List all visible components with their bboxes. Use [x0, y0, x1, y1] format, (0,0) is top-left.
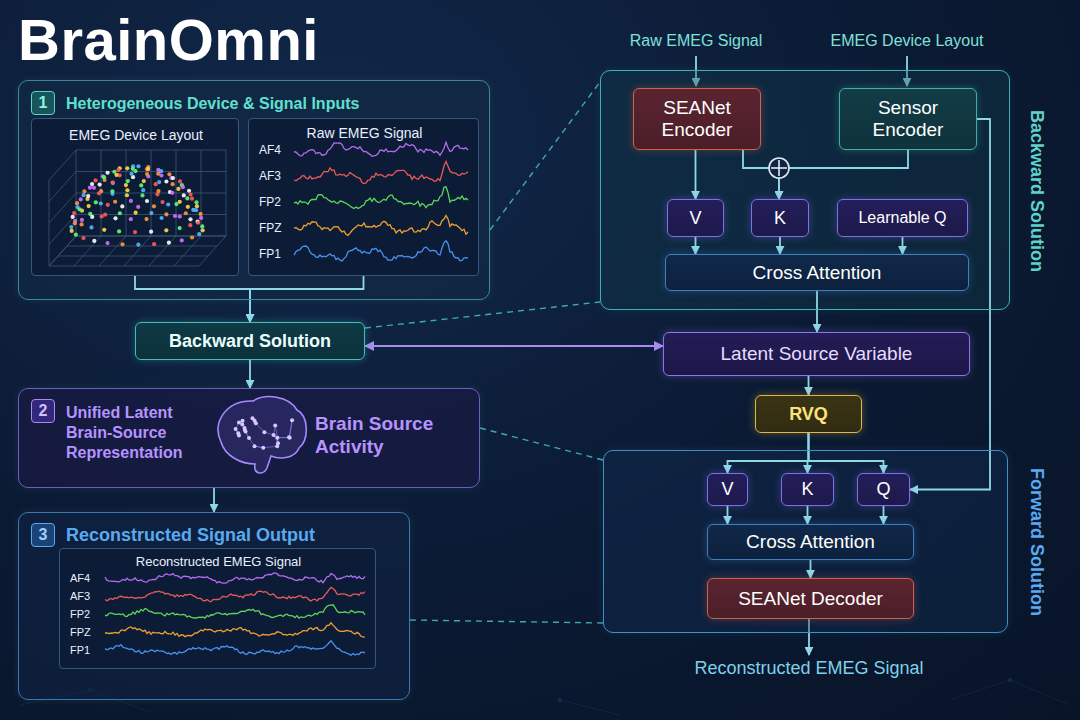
- value-box: V: [667, 199, 724, 237]
- key-box: K: [781, 473, 834, 506]
- box-label: Backward Solution: [169, 331, 331, 352]
- box-label: Cross Attention: [746, 531, 875, 553]
- page-title: BrainOmni: [18, 6, 319, 73]
- channel-name: FP2: [259, 195, 281, 209]
- panel-heading: Reconstructed EMEG Signal: [60, 554, 377, 570]
- panel-heading: Reconstructed Signal Output: [66, 525, 315, 547]
- sum-symbol: [769, 158, 789, 178]
- query-box: Q: [857, 473, 910, 506]
- input-panel: EMEG Device Layout Raw EMEG SignalAF4AF3F…: [18, 80, 490, 300]
- encoder-box: Sensor Encoder: [839, 88, 977, 150]
- panel-heading: Raw EMEG Signal: [249, 125, 480, 142]
- flow-label: Raw EMEG Signal: [630, 32, 763, 50]
- panel-heading: EMEG Device Layout: [32, 127, 240, 144]
- flow-arrow: [695, 150, 697, 199]
- flow-arrow: [816, 291, 818, 332]
- encoder-panel: SEANet Encoder Sensor EncoderV K Learnable …: [600, 70, 1010, 310]
- latent-panel: 2 Unified Latent Brain-Source Representat…: [18, 388, 480, 488]
- flow-arrow: [807, 506, 809, 524]
- box-label: SEANet Decoder: [738, 588, 883, 610]
- flow-arrow: [213, 488, 215, 512]
- panel-heading: Brain Source Activity: [315, 413, 465, 459]
- channel-name: FPZ: [259, 221, 282, 235]
- box-label: Latent Source Variable: [721, 343, 913, 365]
- channel-name: FP1: [70, 644, 90, 657]
- flow-arrow: [779, 150, 908, 199]
- attention-box: Cross Attention: [665, 254, 969, 291]
- flow-arrow: [365, 345, 663, 347]
- flow-label: EMEG Device Layout: [831, 32, 984, 50]
- decoder-box: SEANet Decoder: [707, 578, 914, 619]
- flow-arrow: [902, 237, 904, 254]
- box-label: Q: [876, 479, 890, 500]
- flow-arrow: [910, 119, 990, 490]
- channel-name: AF4: [259, 143, 281, 157]
- attention-box: Cross Attention: [707, 524, 914, 560]
- box-label: Learnable Q: [858, 209, 946, 227]
- decoder-panel: VKQCross AttentionSEANet DecoderForward …: [603, 450, 1008, 633]
- flow-arrow: [809, 433, 884, 473]
- channel-name: FP2: [70, 608, 90, 621]
- side-label: Backward Solution: [1025, 110, 1047, 272]
- dashed-leader: [410, 620, 603, 623]
- flow-arrow: [249, 360, 251, 388]
- box-label: Cross Attention: [753, 262, 882, 284]
- value-box: V: [707, 473, 748, 506]
- flow-arrow: [808, 376, 810, 395]
- box-label: RVQ: [789, 404, 828, 425]
- box-label: Sensor Encoder: [846, 97, 970, 141]
- encoder-box: SEANet Encoder: [633, 88, 761, 150]
- flow-arrow: [883, 506, 885, 524]
- flow-arrow: [250, 276, 364, 322]
- channel-name: FPZ: [70, 626, 91, 639]
- output-panel: Reconstructed EMEG SignalAF4AF3FP2FPZ FP1…: [18, 512, 410, 700]
- callout-number: 1: [31, 91, 55, 115]
- query-box: Learnable Q: [837, 199, 968, 237]
- channel-name: AF3: [70, 590, 90, 603]
- flow-label: Reconstructed EMEG Signal: [694, 658, 923, 679]
- brain-icon: [207, 392, 311, 484]
- panel-heading: Heterogeneous Device & Signal Inputs: [66, 94, 359, 113]
- panel-heading: Unified Latent Brain-Source Representati…: [66, 403, 204, 463]
- flow-arrow: [728, 433, 809, 473]
- box-label: K: [801, 479, 813, 500]
- box-label: V: [721, 479, 733, 500]
- channel-name: AF4: [70, 572, 90, 585]
- dashed-leader: [365, 302, 600, 328]
- callout-number: 3: [31, 523, 55, 547]
- callout-number: 2: [31, 399, 55, 423]
- box-label: V: [689, 208, 701, 229]
- signal-panel: Raw EMEG SignalAF4AF3FP2FPZ FP1: [248, 118, 479, 276]
- flow-arrow: [695, 237, 697, 254]
- flow-arrow: [810, 560, 812, 578]
- key-box: K: [751, 199, 809, 237]
- signal-panel: Reconstructed EMEG SignalAF4AF3FP2FPZ FP1: [59, 548, 376, 669]
- channel-name: AF3: [259, 169, 281, 183]
- flow-arrow: [727, 506, 729, 524]
- latent-box: Latent Source Variable: [663, 332, 970, 376]
- box-label: K: [774, 208, 786, 229]
- device-layout-panel: EMEG Device Layout: [31, 118, 239, 276]
- box-label: SEANet Encoder: [640, 97, 754, 141]
- dashed-leader: [490, 82, 600, 230]
- flow-arrow: [779, 237, 781, 254]
- quantizer-box: RVQ: [755, 395, 862, 433]
- signal-traces: [248, 118, 479, 276]
- process-box: Backward Solution: [135, 322, 365, 360]
- side-label: Forward Solution: [1025, 468, 1047, 616]
- channel-name: FP1: [259, 247, 281, 261]
- dashed-leader: [480, 428, 603, 460]
- panel-fills: [18, 70, 1010, 700]
- flow-arrow: [135, 276, 250, 322]
